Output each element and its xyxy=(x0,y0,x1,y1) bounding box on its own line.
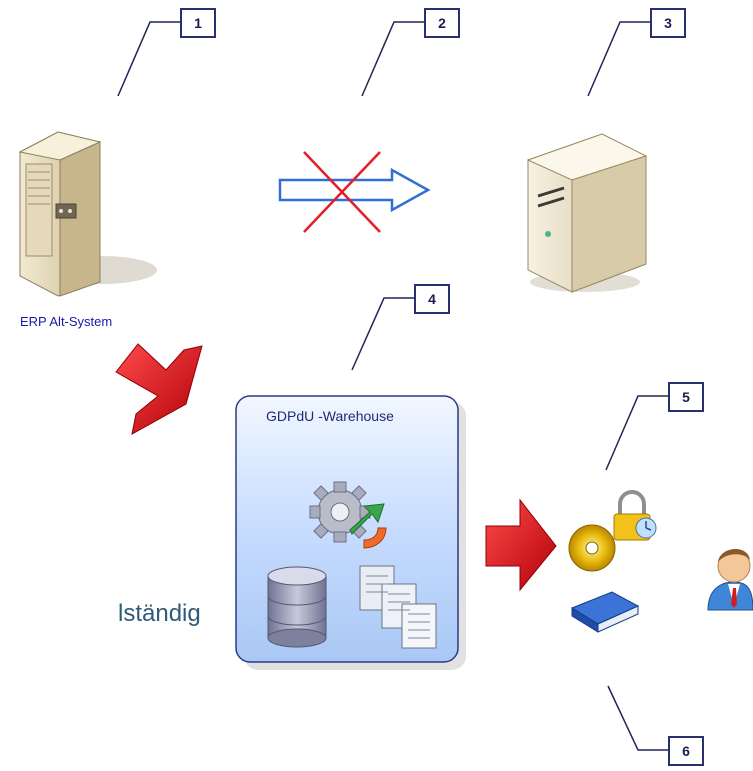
erp-system-label: ERP Alt-System xyxy=(20,314,113,329)
migration-arrow xyxy=(115,343,203,435)
partial-side-text: lständig xyxy=(118,600,201,627)
book-icon xyxy=(570,591,640,633)
leader-lines xyxy=(117,21,668,751)
gear-icon xyxy=(309,481,387,549)
database-icon xyxy=(267,566,327,648)
leader-line-4 xyxy=(351,297,414,371)
cd-lock-icon xyxy=(568,490,657,572)
warehouse-title: GDPdU -Warehouse xyxy=(266,408,394,424)
legacy-server-icon xyxy=(18,131,157,297)
leader-line-6 xyxy=(607,685,668,751)
callout-1: 1 xyxy=(180,8,216,38)
callout-4: 4 xyxy=(414,284,450,314)
callout-2: 2 xyxy=(424,8,460,38)
user-icon xyxy=(707,548,753,611)
leader-line-2 xyxy=(361,21,424,97)
callout-6: 6 xyxy=(668,736,704,766)
leader-line-1 xyxy=(117,21,180,97)
leader-line-5 xyxy=(605,395,668,471)
callout-3: 3 xyxy=(650,8,686,38)
output-arrow xyxy=(485,498,557,592)
documents-icon xyxy=(359,565,437,649)
server-icon xyxy=(526,133,648,293)
leader-line-3 xyxy=(587,21,650,97)
blocked-transfer-arrow xyxy=(278,151,431,233)
callout-5: 5 xyxy=(668,382,704,412)
